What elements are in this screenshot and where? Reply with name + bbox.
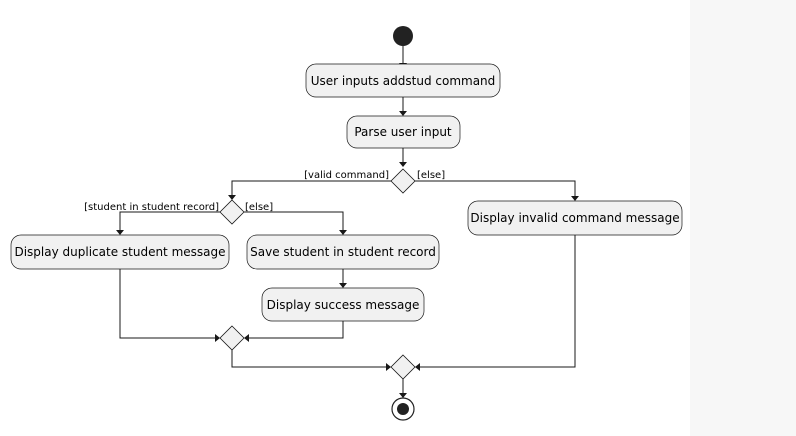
edge-valid-branch xyxy=(231,180,391,196)
guard-student-in-record: [student in student record] xyxy=(84,202,219,213)
side-panel xyxy=(690,0,796,436)
start-node xyxy=(393,26,413,46)
edge-invalid-to-merge xyxy=(419,235,576,368)
action-duplicate-label: Display duplicate student message xyxy=(14,245,225,259)
flow-edges xyxy=(116,46,579,398)
decision-valid-command xyxy=(390,168,416,194)
action-save: Save student in student record xyxy=(246,234,440,270)
edge-save-branch xyxy=(244,211,344,231)
merge-inner xyxy=(219,325,245,351)
edge-duplicate-branch xyxy=(119,211,220,231)
guard-valid-command: [valid command] xyxy=(304,170,389,181)
edge-success-to-merge xyxy=(248,321,344,339)
edge-inner-merge-to-outer xyxy=(231,350,387,368)
action-duplicate: Display duplicate student message xyxy=(10,234,230,270)
action-input-label: User inputs addstud command xyxy=(311,74,496,88)
merge-outer xyxy=(390,354,416,380)
action-invalid: Display invalid command message xyxy=(467,200,683,236)
action-parse-label: Parse user input xyxy=(354,125,452,139)
decision-student-exists xyxy=(219,199,245,225)
edge-else-branch xyxy=(415,180,576,197)
action-invalid-label: Display invalid command message xyxy=(470,211,679,225)
action-success: Display success message xyxy=(261,287,425,322)
guard-else-inner: [else] xyxy=(245,202,273,213)
end-node xyxy=(391,397,415,421)
action-save-label: Save student in student record xyxy=(250,245,436,259)
guard-else-outer: [else] xyxy=(417,170,445,181)
action-input: User inputs addstud command xyxy=(305,63,501,98)
action-success-label: Display success message xyxy=(267,298,420,312)
action-parse: Parse user input xyxy=(346,115,461,149)
edge-duplicate-to-merge xyxy=(119,269,216,339)
